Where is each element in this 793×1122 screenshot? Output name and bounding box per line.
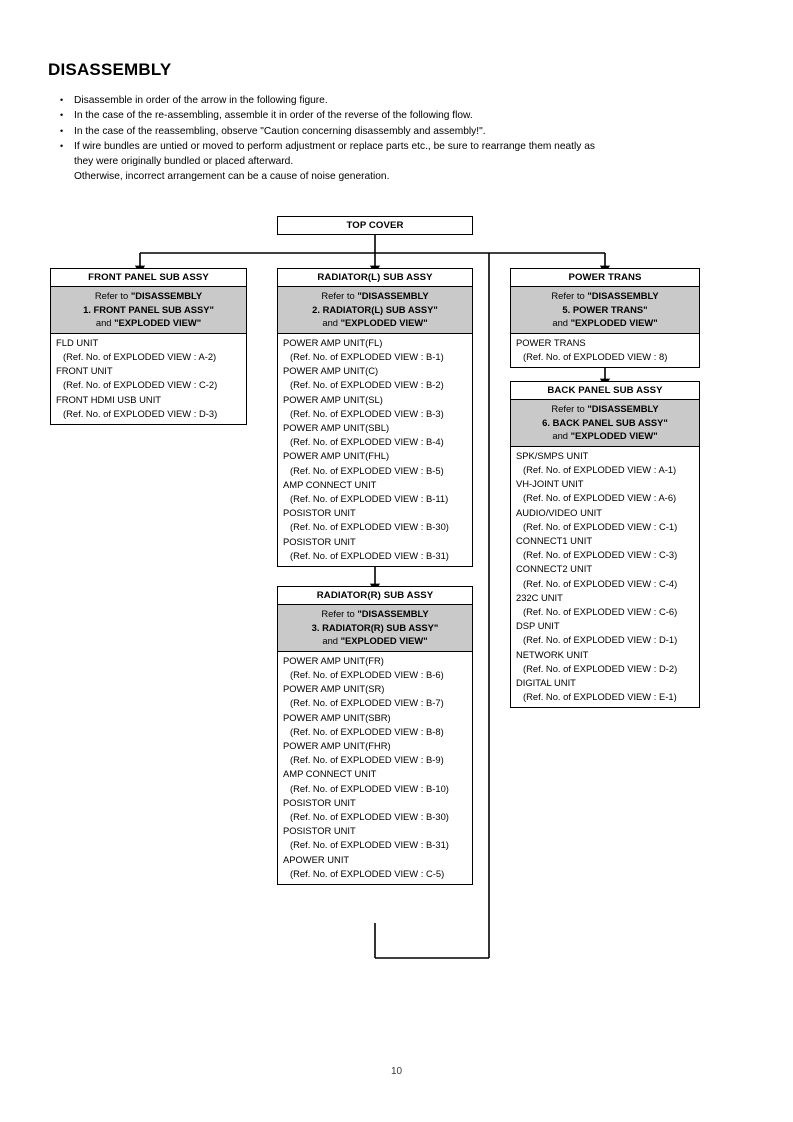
- unit-ref-number: (Ref. No. of EXPLODED VIEW : C-6): [523, 606, 678, 618]
- unit-ref-number: (Ref. No. of EXPLODED VIEW : C-5): [290, 867, 445, 879]
- unit-ref-number: (Ref. No. of EXPLODED VIEW : A-2): [63, 350, 217, 362]
- unit-ref-number: (Ref. No. of EXPLODED VIEW : B-31): [290, 839, 449, 851]
- unit-name: AMP CONNECT UNIT: [283, 768, 377, 780]
- intro-bullet-text: In the case of the re-assembling, assemb…: [74, 110, 473, 122]
- bullet-dot-icon: •: [60, 140, 64, 151]
- unit-name: POSISTOR UNIT: [283, 507, 356, 519]
- unit-name: POSISTOR UNIT: [283, 535, 356, 547]
- unit-ref-number: (Ref. No. of EXPLODED VIEW : B-3): [290, 407, 444, 419]
- intro-bullet-continuation: Otherwise, incorrect arrangement can be …: [74, 171, 390, 183]
- node-front-panel-sub-assy-refer: Refer to "DISASSEMBLY 1. FRONT PANEL SUB…: [51, 287, 246, 334]
- unit-ref-number: (Ref. No. of EXPLODED VIEW : A-1): [523, 463, 677, 475]
- node-top-cover[interactable]: TOP COVER: [277, 216, 473, 235]
- unit-name: DSP UNIT: [516, 620, 560, 632]
- intro-bullet-text: Disassemble in order of the arrow in the…: [74, 95, 328, 106]
- unit-name: POWER AMP UNIT(SL): [283, 393, 383, 405]
- node-top-cover-title: TOP COVER: [346, 220, 404, 231]
- unit-name: POWER AMP UNIT(C): [283, 365, 379, 377]
- intro-bullet-continuation: they were originally bundled or placed a…: [74, 156, 294, 168]
- node-back-panel-sub-assy-title: BACK PANEL SUB ASSY: [511, 382, 699, 400]
- node-radiator-l-sub-assy-items: POWER AMP UNIT(FL) (Ref. No. of EXPLODED …: [278, 334, 472, 566]
- unit-ref-number: (Ref. No. of EXPLODED VIEW : B-2): [290, 379, 444, 391]
- unit-name: FRONT UNIT: [56, 365, 113, 377]
- unit-ref-number: (Ref. No. of EXPLODED VIEW : B-10): [290, 782, 449, 794]
- unit-name: VH-JOINT UNIT: [516, 478, 584, 490]
- unit-ref-number: (Ref. No. of EXPLODED VIEW : B-9): [290, 754, 444, 766]
- unit-name: CONNECT2 UNIT: [516, 563, 593, 575]
- unit-name: AUDIO/VIDEO UNIT: [516, 506, 602, 518]
- bullet-dot-icon: •: [60, 125, 64, 136]
- unit-name: POWER AMP UNIT(SR): [283, 683, 385, 695]
- node-power-trans[interactable]: POWER TRANS Refer to "DISASSEMBLY 5. POW…: [510, 268, 700, 369]
- node-power-trans-refer: Refer to "DISASSEMBLY 5. POWER TRANS" an…: [511, 287, 699, 334]
- unit-ref-number: (Ref. No. of EXPLODED VIEW : C-4): [523, 577, 678, 589]
- unit-ref-number: (Ref. No. of EXPLODED VIEW : C-3): [523, 549, 678, 561]
- node-power-trans-items: POWER TRANS (Ref. No. of EXPLODED VIEW : …: [511, 334, 699, 367]
- intro-bullet-list: • Disassemble in order of the arrow in th…: [60, 93, 710, 185]
- node-radiator-r-sub-assy-title: RADIATOR(R) SUB ASSY: [278, 587, 472, 605]
- node-back-panel-sub-assy[interactable]: BACK PANEL SUB ASSY Refer to "DISASSEMBL…: [510, 381, 700, 709]
- unit-name: APOWER UNIT: [283, 853, 350, 865]
- node-radiator-r-sub-assy[interactable]: RADIATOR(R) SUB ASSY Refer to "DISASSEMB…: [277, 586, 473, 886]
- unit-ref-number: (Ref. No. of EXPLODED VIEW : B-11): [290, 493, 449, 505]
- node-radiator-l-sub-assy[interactable]: RADIATOR(L) SUB ASSY Refer to "DISASSEMB…: [277, 268, 473, 568]
- node-front-panel-sub-assy[interactable]: FRONT PANEL SUB ASSY Refer to "DISASSEMB…: [50, 268, 247, 425]
- node-radiator-r-sub-assy-items: POWER AMP UNIT(FR) (Ref. No. of EXPLODED …: [278, 652, 472, 884]
- unit-name: CONNECT1 UNIT: [516, 535, 593, 546]
- bullet-dot-icon: •: [60, 95, 64, 105]
- node-back-panel-sub-assy-items: SPK/SMPS UNIT (Ref. No. of EXPLODED VIEW …: [511, 447, 699, 708]
- unit-name: POWER AMP UNIT(SBR): [283, 711, 391, 723]
- unit-ref-number: (Ref. No. of EXPLODED VIEW : C-2): [63, 379, 218, 391]
- unit-name: POWER AMP UNIT(FL): [283, 336, 383, 348]
- unit-ref-number: (Ref. No. of EXPLODED VIEW : D-3): [63, 407, 218, 419]
- unit-ref-number: (Ref. No. of EXPLODED VIEW : B-7): [290, 697, 444, 709]
- unit-ref-number: (Ref. No. of EXPLODED VIEW : B-1): [290, 350, 444, 362]
- unit-ref-number: (Ref. No. of EXPLODED VIEW : E-1): [523, 691, 677, 703]
- unit-name: POWER AMP UNIT(FR): [283, 654, 384, 666]
- node-front-panel-sub-assy-items: FLD UNIT (Ref. No. of EXPLODED VIEW : A-2…: [51, 334, 246, 424]
- unit-ref-number: (Ref. No. of EXPLODED VIEW : B-8): [290, 725, 444, 737]
- node-radiator-l-sub-assy-refer: Refer to "DISASSEMBLY 2. RADIATOR(L) SUB…: [278, 287, 472, 334]
- unit-ref-number: (Ref. No. of EXPLODED VIEW : B-31): [290, 549, 449, 561]
- node-radiator-l-sub-assy-title: RADIATOR(L) SUB ASSY: [278, 269, 472, 287]
- unit-name: FRONT HDMI USB UNIT: [56, 393, 162, 405]
- unit-name: 232C UNIT: [516, 591, 563, 603]
- page-title: DISASSEMBLY: [48, 60, 172, 79]
- unit-ref-number: (Ref. No. of EXPLODED VIEW : C-1): [523, 520, 678, 532]
- unit-ref-number: (Ref. No. of EXPLODED VIEW : B-4): [290, 436, 444, 448]
- node-radiator-r-sub-assy-refer: Refer to "DISASSEMBLY 3. RADIATOR(R) SUB…: [278, 605, 472, 652]
- unit-ref-number: (Ref. No. of EXPLODED VIEW : D-1): [523, 634, 678, 646]
- page-number: 10: [390, 1066, 403, 1077]
- unit-name: DIGITAL UNIT: [516, 677, 576, 689]
- intro-bullet: • In the case of the reassembling, observ…: [60, 124, 710, 139]
- intro-bullet: • Disassemble in order of the arrow in th…: [60, 93, 710, 108]
- unit-ref-number: (Ref. No. of EXPLODED VIEW : B-5): [290, 464, 444, 476]
- unit-name: SPK/SMPS UNIT: [516, 449, 589, 461]
- node-back-panel-sub-assy-refer: Refer to "DISASSEMBLY 6. BACK PANEL SUB …: [511, 400, 699, 447]
- unit-name: POWER AMP UNIT(SBL): [283, 422, 390, 433]
- unit-name: POWER AMP UNIT(FHR): [283, 740, 391, 751]
- unit-name: POSISTOR UNIT: [283, 796, 356, 808]
- unit-ref-number: (Ref. No. of EXPLODED VIEW : B-6): [290, 668, 444, 680]
- unit-ref-number: (Ref. No. of EXPLODED VIEW : 8): [523, 350, 668, 362]
- bullet-dot-icon: •: [60, 110, 64, 121]
- unit-name: POSISTOR UNIT: [283, 825, 356, 837]
- intro-bullet: • If wire bundles are untied or moved to …: [60, 139, 710, 154]
- intro-bullet-text: If wire bundles are untied or moved to p…: [74, 140, 595, 152]
- intro-bullet-text: In the case of the reassembling, observe…: [74, 125, 486, 137]
- unit-name: POWER AMP UNIT(FHL): [283, 450, 390, 462]
- unit-ref-number: (Ref. No. of EXPLODED VIEW : B-30): [290, 521, 449, 533]
- unit-ref-number: (Ref. No. of EXPLODED VIEW : D-2): [523, 662, 678, 674]
- unit-name: NETWORK UNIT: [516, 648, 589, 660]
- unit-name: AMP CONNECT UNIT: [283, 478, 377, 490]
- unit-ref-number: (Ref. No. of EXPLODED VIEW : B-30): [290, 811, 449, 823]
- node-power-trans-title: POWER TRANS: [511, 269, 699, 287]
- intro-bullet: • In the case of the re-assembling, assem…: [60, 108, 710, 123]
- unit-name: POWER TRANS: [516, 336, 586, 348]
- unit-ref-number: (Ref. No. of EXPLODED VIEW : A-6): [523, 492, 677, 504]
- node-front-panel-sub-assy-title: FRONT PANEL SUB ASSY: [51, 269, 246, 287]
- unit-name: FLD UNIT: [56, 336, 99, 348]
